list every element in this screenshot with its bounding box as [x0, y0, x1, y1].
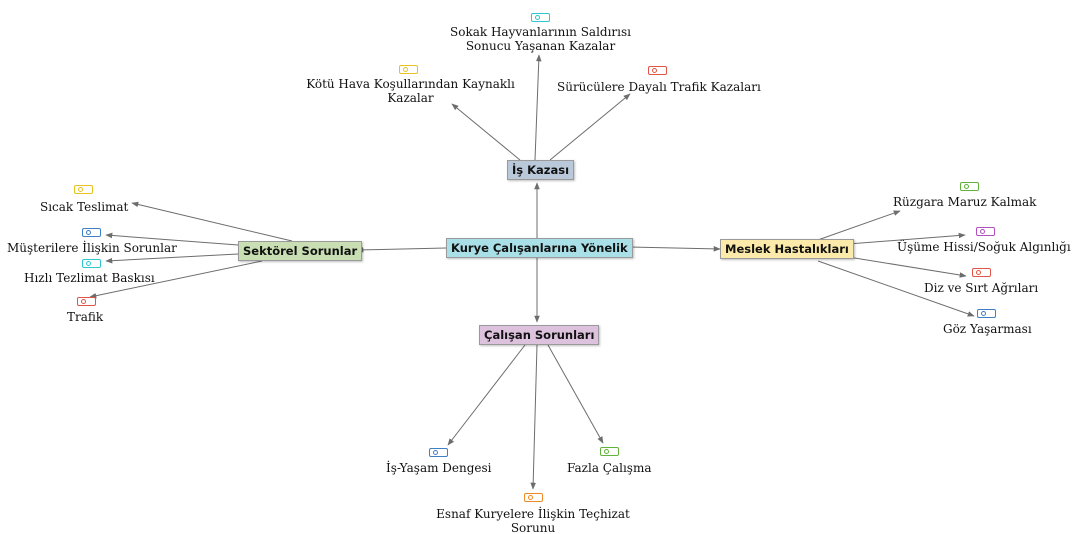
code-label-surucu[interactable]: Sürücülere Dayalı Trafik Kazaları: [557, 80, 761, 94]
edge-sek-sicak: [131, 201, 293, 242]
code-label-is-yasam[interactable]: İş-Yaşam Dengesi: [386, 461, 492, 475]
category-node-meslek-hastaliklari[interactable]: Meslek Hastalıkları: [720, 239, 854, 259]
code-icon: [977, 309, 996, 318]
code-icon: [399, 65, 418, 74]
code-icon: [648, 66, 667, 75]
code-label-ruzgar[interactable]: Rüzgara Maruz Kalmak: [893, 195, 1037, 209]
code-icon: [600, 447, 619, 456]
edge-sek-hizli: [105, 253, 239, 264]
edge-is-kotu-hava: [451, 103, 521, 161]
edge-mes-diz: [835, 254, 967, 278]
code-label-esnaf[interactable]: Esnaf Kuryelere İlişkin Teçhizat Sorunu: [436, 507, 630, 534]
category-node-is-kazasi[interactable]: İş Kazası: [507, 160, 575, 180]
code-label-goz[interactable]: Göz Yaşarması: [943, 322, 1032, 336]
code-icon: [429, 448, 448, 457]
edge-sek-musteri: [105, 232, 239, 246]
code-label-trafik[interactable]: Trafik: [67, 310, 104, 324]
edge-center-meslek: [629, 246, 721, 252]
code-label-musteri[interactable]: Müşterilere İlişkin Sorunlar: [7, 241, 177, 255]
edge-mes-usume: [847, 232, 966, 245]
code-label-hizli-teslimat[interactable]: Hızlı Tezlimat Baskısı: [24, 271, 155, 285]
code-icon: [976, 227, 995, 236]
code-label-sokak[interactable]: Sokak Hayvanlarının Saldırısı Sonucu Yaş…: [450, 25, 631, 53]
code-icon: [960, 182, 979, 191]
category-node-calisan-sorunlari[interactable]: Çalışan Sorunları: [479, 325, 600, 345]
edge-is-sokak: [534, 54, 542, 161]
code-icon: [74, 185, 93, 194]
code-icon: [531, 13, 550, 22]
code-label-kotu-hava[interactable]: Kötü Hava Koşullarından Kaynaklı Kazalar: [306, 77, 515, 105]
code-icon: [82, 228, 101, 237]
edge-cal-esnaf: [530, 344, 538, 490]
category-node-sektorel-sorunlar[interactable]: Sektörel Sorunlar: [238, 241, 363, 261]
edge-center-sektorel: [356, 247, 447, 253]
code-label-fazla[interactable]: Fazla Çalışma: [567, 461, 652, 475]
edge-sek-trafik: [89, 260, 263, 299]
code-icon: [77, 297, 96, 306]
code-icon: [82, 259, 101, 268]
edge-cal-fazla: [547, 344, 604, 444]
code-label-diz[interactable]: Diz ve Sırt Ağrıları: [924, 281, 1039, 295]
code-icon: [972, 268, 991, 277]
edge-is-surucu: [549, 93, 631, 161]
code-label-usume[interactable]: Üşüme Hissi/Soğuk Algınlığı: [897, 240, 1071, 254]
edge-mes-goz: [817, 260, 975, 317]
center-node[interactable]: Kurye Çalışanlarına Yönelik: [446, 238, 633, 258]
code-icon: [524, 493, 543, 502]
edge-cal-is-yasam: [447, 344, 526, 446]
code-label-sicak-teslimat[interactable]: Sıcak Teslimat: [40, 200, 129, 214]
edge-mes-ruzgar: [814, 210, 901, 242]
